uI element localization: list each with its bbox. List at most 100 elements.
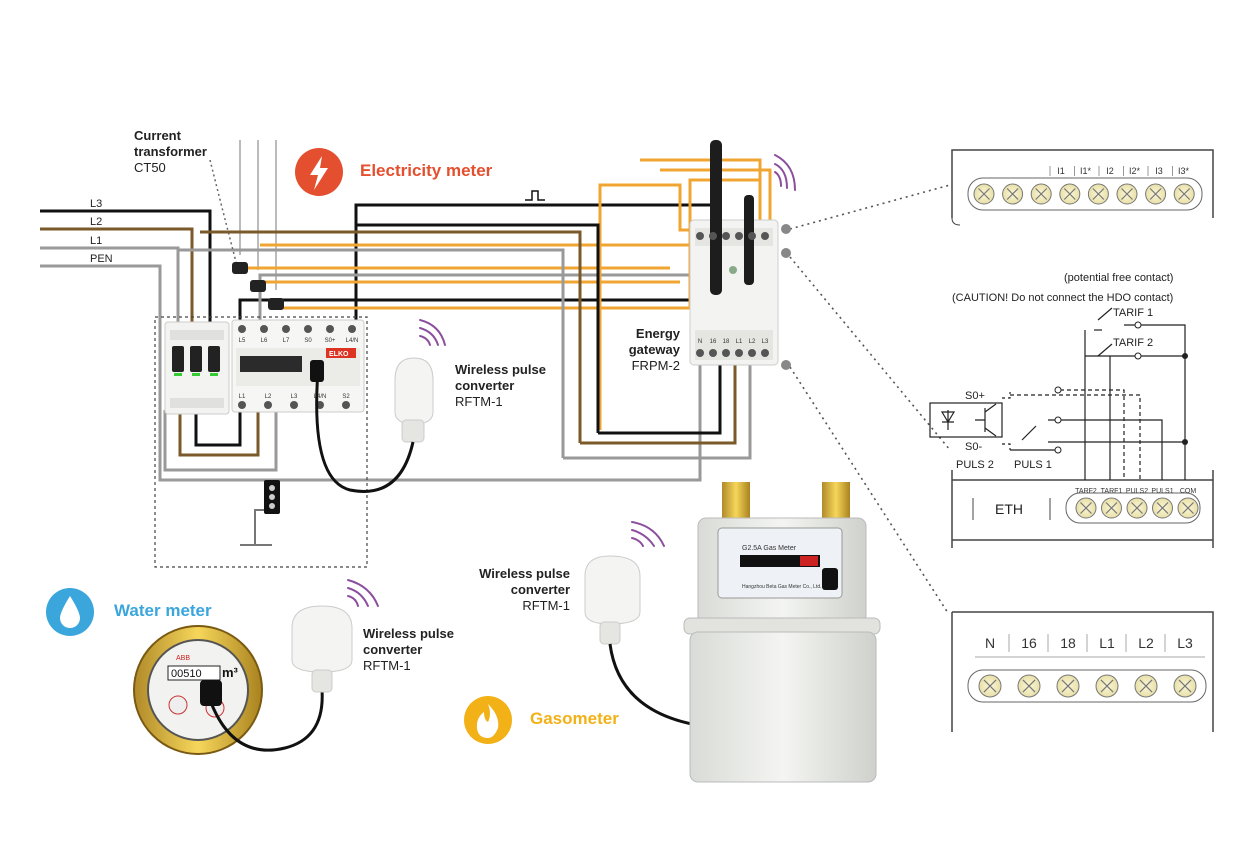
s0-minus-label: S0- xyxy=(965,441,983,453)
meter-bottom-terminal-label: L1 xyxy=(239,394,246,400)
eth-terminal-label: PULS1 xyxy=(1151,488,1173,495)
meter-top-terminal-label: S0+ xyxy=(325,338,336,344)
terminal-screw xyxy=(1056,674,1080,698)
wireless-converter-electric xyxy=(310,357,434,493)
terminal-screw xyxy=(1087,183,1109,205)
water-reading: 00510 xyxy=(171,668,202,680)
tarif2-label: TARIF 2 xyxy=(1113,337,1154,349)
meter-bottom-terminal-label: L3 xyxy=(291,394,298,400)
meter-bottom-terminal-label: L2 xyxy=(265,394,272,400)
gas-meter-label: G2.5A Gas Meter xyxy=(742,545,797,552)
ct-label-line2: transformer xyxy=(134,144,207,159)
lightning-icon xyxy=(295,148,343,196)
terminal-screw xyxy=(1177,497,1199,519)
terminal-screw xyxy=(1017,674,1041,698)
power-terminal-label: L3 xyxy=(1177,635,1193,651)
converter-electric-label: Wireless pulse converter RFTM-1 xyxy=(455,362,546,410)
gas-title: Gasometer xyxy=(530,709,619,728)
phase-l1-label: L1 xyxy=(90,235,103,247)
terminal-screw xyxy=(1152,497,1173,519)
ct-label-line1: Current xyxy=(134,128,181,143)
eth-label: ETH xyxy=(995,501,1023,517)
converter-electric-title1: Wireless pulse xyxy=(455,362,546,377)
wireless-converter-water xyxy=(291,605,353,693)
s0-plus-label: S0+ xyxy=(965,390,985,402)
flame-icon xyxy=(464,696,512,744)
terminal-screw xyxy=(973,183,995,205)
terminal-screw xyxy=(1002,183,1024,205)
terminal-screw xyxy=(1173,674,1197,698)
converter-electric-model: RFTM-1 xyxy=(455,394,503,409)
circuit-breaker xyxy=(164,321,230,415)
meter-top-terminal-label: S0 xyxy=(304,338,312,344)
pulse-symbol xyxy=(525,190,545,201)
phase-l2-label: L2 xyxy=(90,216,103,228)
converter-gas-model: RFTM-1 xyxy=(522,598,570,613)
converter-electric-title2: converter xyxy=(455,378,515,393)
wireless-wave-icons xyxy=(347,154,796,607)
meter-top-terminal-label: L5 xyxy=(239,338,246,344)
meter-bottom-terminal-label: L4/N xyxy=(314,394,327,400)
converter-water-model: RFTM-1 xyxy=(363,658,411,673)
converter-water-title1: Wireless pulse xyxy=(363,626,454,641)
gateway-terminal-label: 16 xyxy=(710,339,717,345)
terminal-screw xyxy=(1116,183,1138,205)
phase-l3-label: L3 xyxy=(90,198,103,210)
gateway-title1: Energy xyxy=(635,326,680,341)
eth-terminal-label: TARF1 xyxy=(1101,488,1123,495)
ct-terminal-label: I1* xyxy=(1080,166,1092,176)
power-terminal-label: L1 xyxy=(1099,635,1115,651)
converter-gas-title1: Wireless pulse xyxy=(479,566,570,581)
puls2-label: PULS 2 xyxy=(956,459,994,471)
gateway-terminal-label: N xyxy=(698,339,702,345)
gateway-terminal-label: L2 xyxy=(749,339,756,345)
eth-note-1: (potential free contact) xyxy=(1064,272,1174,284)
meter-top-terminal-label: L4/N xyxy=(346,338,359,344)
gateway-terminal-label: L3 xyxy=(762,339,769,345)
ct-terminal-label: I3* xyxy=(1178,166,1190,176)
terminal-screw xyxy=(1030,183,1052,205)
meter-bottom-terminal-label: S2 xyxy=(342,394,350,400)
meter-top-terminal-label: L7 xyxy=(283,338,290,344)
gateway-label: Energy gateway FRPM-2 xyxy=(596,326,680,374)
water-unit: m³ xyxy=(222,665,239,680)
eth-terminal-label: TARF2 xyxy=(1075,488,1097,495)
power-terminal-label: L2 xyxy=(1138,635,1154,651)
terminal-screw xyxy=(1126,497,1148,519)
current-transformer-clamps xyxy=(209,159,284,310)
tarif1-label: TARIF 1 xyxy=(1113,307,1154,319)
energy-meter-device: ELKO L5 L6 L7 S0 S0+ L4/N L1 L2 L3 L4/N S2 xyxy=(231,319,365,413)
terminal-screw xyxy=(1134,674,1158,698)
converter-gas-title2: converter xyxy=(510,582,570,597)
gas-meter-device: G2.5A Gas Meter Hangzhou Beta Gas Meter … xyxy=(683,482,881,783)
terminal-screw xyxy=(1145,183,1167,205)
distribution-box-outline xyxy=(154,316,368,568)
gateway-model: FRPM-2 xyxy=(631,358,680,373)
ct-terminal-label: I2* xyxy=(1129,166,1141,176)
gateway-title2: gateway xyxy=(628,342,680,357)
power-terminal-label: 16 xyxy=(1021,635,1037,651)
ct-terminal-label: I2 xyxy=(1106,166,1114,176)
terminal-screw xyxy=(978,674,1002,698)
converter-gas-label: Wireless pulse converter RFTM-1 xyxy=(460,566,570,614)
earth-block xyxy=(240,480,280,546)
electricity-title: Electricity meter xyxy=(360,161,493,180)
power-terminal-label: 18 xyxy=(1060,635,1076,651)
eth-terminal-label: PULS2 xyxy=(1126,488,1148,495)
ct-label: Current transformer CT50 xyxy=(134,128,207,176)
puls1-label: PULS 1 xyxy=(1014,459,1052,471)
gas-meter-maker: Hangzhou Beta Gas Meter Co., Ltd. xyxy=(742,584,822,590)
water-brand: ABB xyxy=(176,655,190,662)
eth-note-2: (CAUTION! Do not connect the HDO contact… xyxy=(952,292,1174,304)
gateway-terminal-label: L1 xyxy=(736,339,743,345)
ct-terminal-label: I1 xyxy=(1057,166,1065,176)
eth-terminal-label: COM xyxy=(1180,488,1197,495)
meter-top-terminal-label: L6 xyxy=(261,338,268,344)
ct-model: CT50 xyxy=(134,160,166,175)
meter-brand: ELKO xyxy=(329,351,349,358)
